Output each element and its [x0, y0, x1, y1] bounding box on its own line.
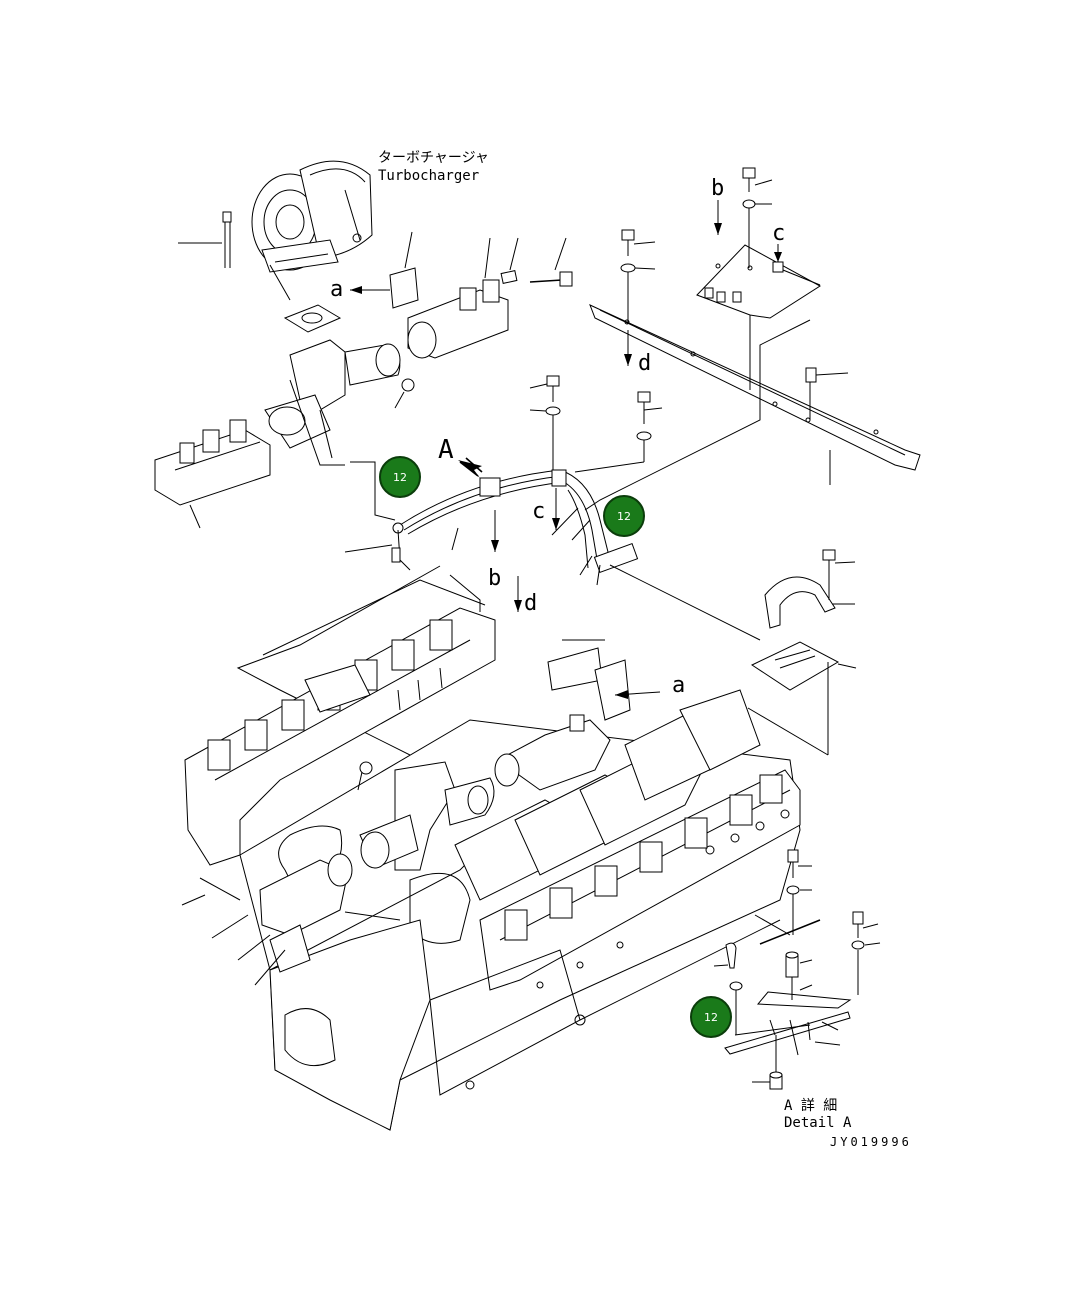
right-exhaust-elbow-part: [494, 639, 631, 791]
center-exhaust-elbow-part: [357, 761, 495, 871]
turbocharger-label-jp: ターボチャージャ: [378, 150, 489, 166]
callout-bubble[interactable]: 12: [379, 456, 421, 498]
bracket-bolt-part: [574, 391, 663, 473]
view-arrow-b-top: b: [711, 176, 724, 235]
harness-clamp-part: [764, 549, 856, 629]
sleeve-part: [500, 237, 519, 284]
plate-bolt-part: [742, 167, 773, 268]
terminal-plate-part: [747, 641, 857, 756]
view-arrow-a-top: a: [330, 277, 390, 302]
letter-c-top: c: [772, 221, 785, 246]
callout-bubble[interactable]: 12: [603, 495, 645, 537]
detail-a-label-en: Detail A: [784, 1115, 852, 1131]
drawing-number: JY019996: [830, 1135, 912, 1149]
letter-a-top: a: [330, 277, 343, 302]
callout-label: 12: [393, 471, 407, 484]
view-arrow-d-center: d: [514, 576, 537, 616]
view-arrow-A: [458, 457, 483, 478]
engine-block-part: [184, 607, 801, 1131]
turbocharger-label-en: Turbocharger: [378, 168, 479, 184]
turbo-gasket-part: [269, 264, 342, 333]
exhaust-manifold-left-part: [154, 409, 333, 529]
lower-exhaust-elbow-part: [181, 853, 401, 986]
exhaust-manifold-right-part: [389, 231, 509, 359]
detail-a-label-jp: A 詳 細: [784, 1098, 837, 1114]
view-arrow-a-lower: a: [614, 673, 685, 699]
exhaust-elbow-part: [264, 339, 415, 449]
manifold-bolt-part: [529, 237, 573, 287]
letter-a-lower: a: [672, 673, 685, 698]
view-label-A: A: [438, 435, 454, 465]
view-arrow-c-top: c: [772, 221, 785, 262]
letter-c-center: c: [532, 499, 545, 524]
sensor-harness-part: [344, 469, 639, 586]
stud-bolt-part: [178, 211, 232, 268]
callout-label: 12: [617, 510, 631, 523]
letter-b-top: b: [711, 176, 724, 201]
view-arrow-b-center: b: [488, 510, 501, 591]
letter-d-top: d: [638, 351, 651, 376]
rail-bolt-part: [620, 229, 656, 322]
letter-b-center: b: [488, 566, 501, 591]
detail-a-assembly: [713, 849, 881, 1090]
view-arrow-c-center: c: [532, 488, 560, 530]
turbocharger-part: [251, 160, 373, 273]
letter-d-center: d: [524, 591, 537, 616]
control-plate-part: [696, 244, 821, 390]
view-arrow-d-top: d: [624, 330, 651, 376]
callout-label: 12: [704, 1011, 718, 1024]
spacer-part: [805, 367, 849, 420]
clamp-bolt-part: [529, 375, 561, 470]
mounting-rail-part: [589, 304, 921, 485]
callout-bubble[interactable]: 12: [690, 996, 732, 1038]
